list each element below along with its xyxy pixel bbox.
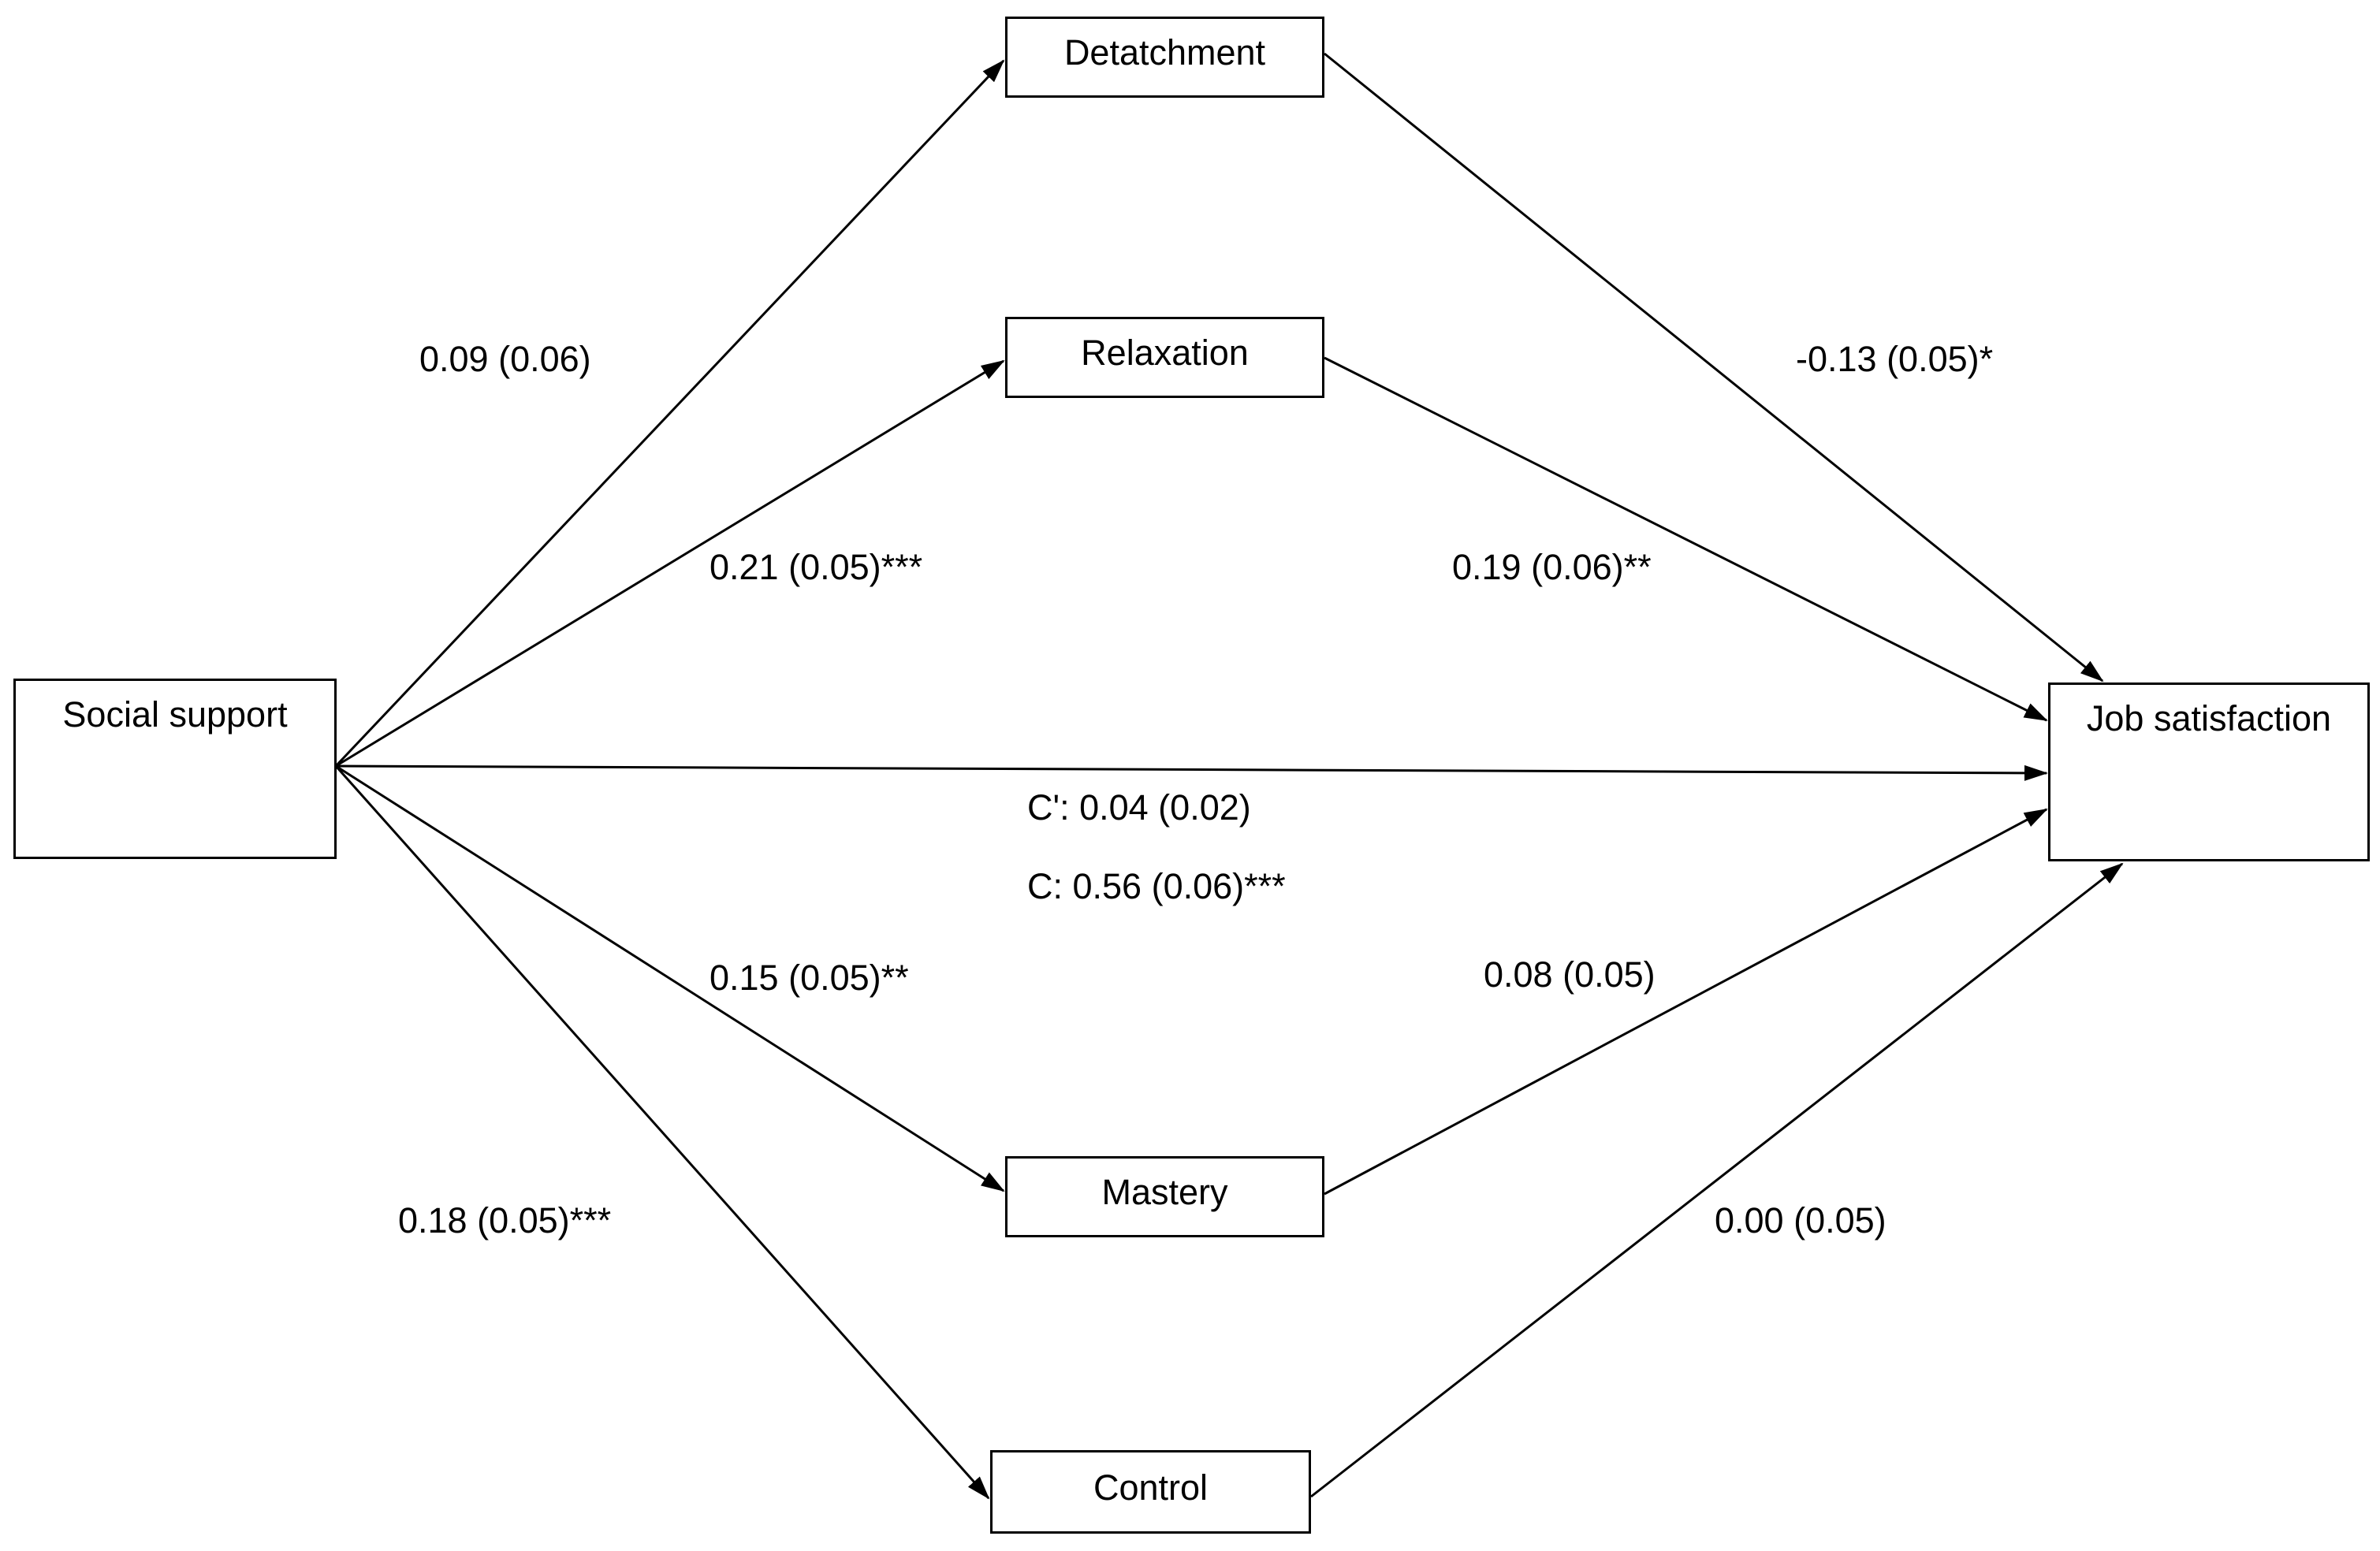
arrow-control-to-job [1310,862,2124,1498]
coef-control-to-job: 0.00 (0.05) [1715,1200,1886,1240]
arrow-support-to-relaxation [335,359,1005,768]
arrow-support-to-control [334,765,990,1500]
coef-mastery-to-job: 0.08 (0.05) [1484,954,1656,995]
coef-relaxation-to-job: 0.19 (0.06)** [1452,547,1652,587]
control-label: Control [1093,1467,1209,1508]
direct-effect-label: C': 0.04 (0.02) [1027,787,1251,828]
coef-support-to-detachment: 0.09 (0.06) [419,339,591,379]
social-support-label: Social support [62,694,288,735]
control-box: Control [990,1450,1311,1534]
mastery-label: Mastery [1101,1172,1228,1212]
coef-detachment-to-job: -0.13 (0.05)* [1796,339,1994,379]
detachment-label: Detatchment [1063,32,1266,73]
arrow-support-to-detachment [334,59,1005,768]
mastery-box: Mastery [1005,1156,1324,1237]
social-support-box: Social support [13,679,337,859]
coef-support-to-mastery: 0.15 (0.05)** [710,958,909,998]
job-satisfaction-label: Job satisfaction [2086,698,2332,738]
detachment-box: Detatchment [1005,17,1324,98]
arrow-support-to-job [335,764,2048,781]
coef-support-to-control: 0.18 (0.05)*** [398,1200,612,1240]
arrow-mastery-to-job [1324,808,2048,1196]
job-satisfaction-box: Job satisfaction [2048,683,2370,861]
arrow-support-to-mastery [335,764,1005,1192]
relaxation-label: Relaxation [1081,333,1249,373]
coef-support-to-relaxation: 0.21 (0.05)*** [710,547,923,587]
arrow-detachment-to-job [1324,52,2104,683]
total-effect-label: C: 0.56 (0.06)*** [1027,866,1286,906]
arrow-relaxation-to-job [1324,356,2048,722]
relaxation-box: Relaxation [1005,317,1324,398]
